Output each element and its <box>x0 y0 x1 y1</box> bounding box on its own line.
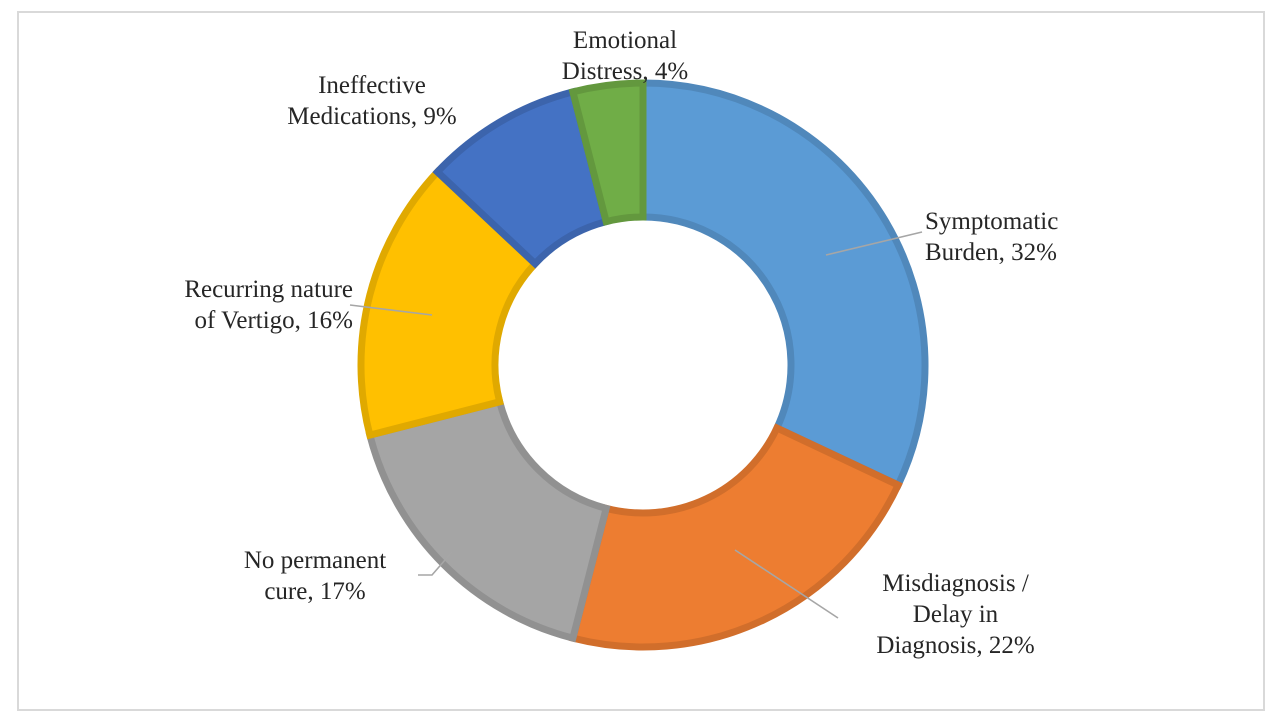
leader-line-no-permanent-cure <box>418 551 453 576</box>
slice-label-recurring-nature: Recurring nature of Vertigo, 16% <box>184 276 353 334</box>
slice-label-no-permanent-cure: No permanent cure, 17% <box>243 547 387 605</box>
slice-label-emotional-distress: Emotional Distress, 4% <box>561 27 689 85</box>
slice-label-symptomatic-burden: Symptomatic Burden, 32% <box>925 208 1059 266</box>
leader-line-symptomatic-burden <box>825 231 923 256</box>
leader-line-misdiagnosis <box>734 549 839 619</box>
slice-label-ineffective-medications: Ineffective Medications, 9% <box>287 72 457 130</box>
slice-recurring-nature <box>357 167 541 440</box>
slice-emotional-distress <box>568 79 647 226</box>
slice-no-permanent-cure <box>365 397 611 643</box>
leader-line-recurring-nature <box>349 304 433 316</box>
slice-misdiagnosis <box>568 423 903 651</box>
slice-symptomatic-burden <box>639 79 929 490</box>
slice-label-misdiagnosis: Misdiagnosis / Delay in Diagnosis, 22% <box>876 570 1035 659</box>
